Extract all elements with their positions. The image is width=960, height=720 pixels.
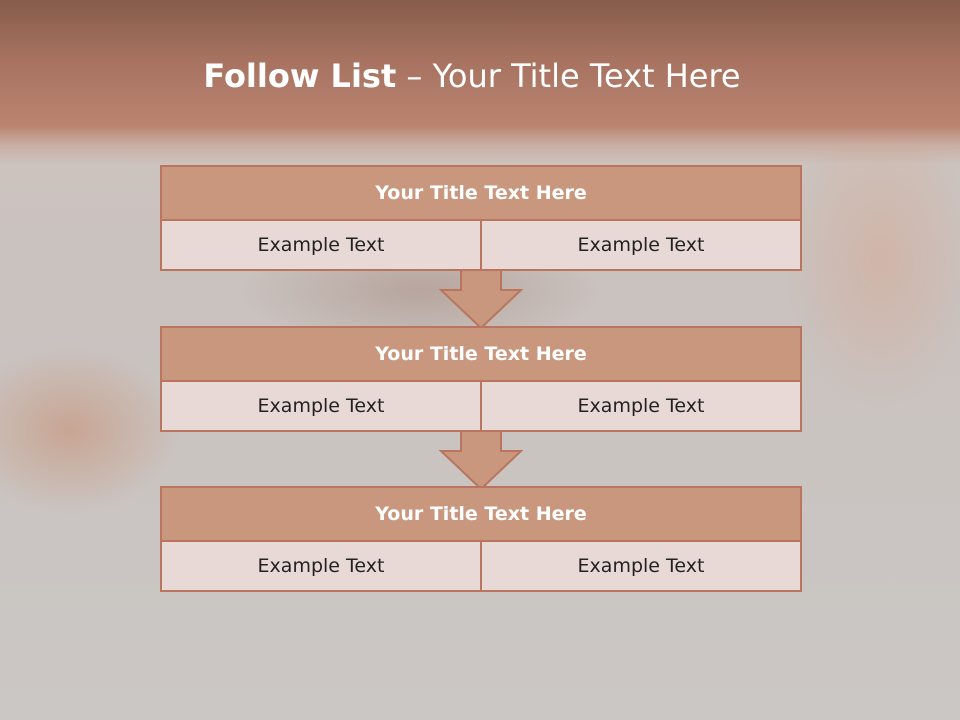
step-title: Your Title Text Here: [160, 486, 802, 542]
step-cell-right: Example Text: [482, 382, 802, 432]
slide-title-rest: – Your Title Text Here: [396, 57, 741, 95]
step-block-3: Your Title Text Here Example Text Exampl…: [160, 486, 802, 592]
step-cell-left: Example Text: [160, 221, 482, 271]
step-row: Example Text Example Text: [160, 542, 802, 592]
step-row: Example Text Example Text: [160, 221, 802, 271]
step-cell-left: Example Text: [160, 542, 482, 592]
step-title: Your Title Text Here: [160, 326, 802, 382]
step-block-2: Your Title Text Here Example Text Exampl…: [160, 326, 802, 432]
step-cell-right: Example Text: [482, 542, 802, 592]
title-band: [0, 0, 960, 165]
step-cell-right: Example Text: [482, 221, 802, 271]
step-block-1: Your Title Text Here Example Text Exampl…: [160, 165, 802, 271]
slide-title-bold: Follow List: [203, 57, 397, 95]
down-arrow-icon: [438, 269, 524, 330]
step-title: Your Title Text Here: [160, 165, 802, 221]
slide-title: Follow List – Your Title Text Here: [0, 56, 944, 96]
step-row: Example Text Example Text: [160, 382, 802, 432]
step-cell-left: Example Text: [160, 382, 482, 432]
down-arrow-icon: [438, 430, 524, 491]
